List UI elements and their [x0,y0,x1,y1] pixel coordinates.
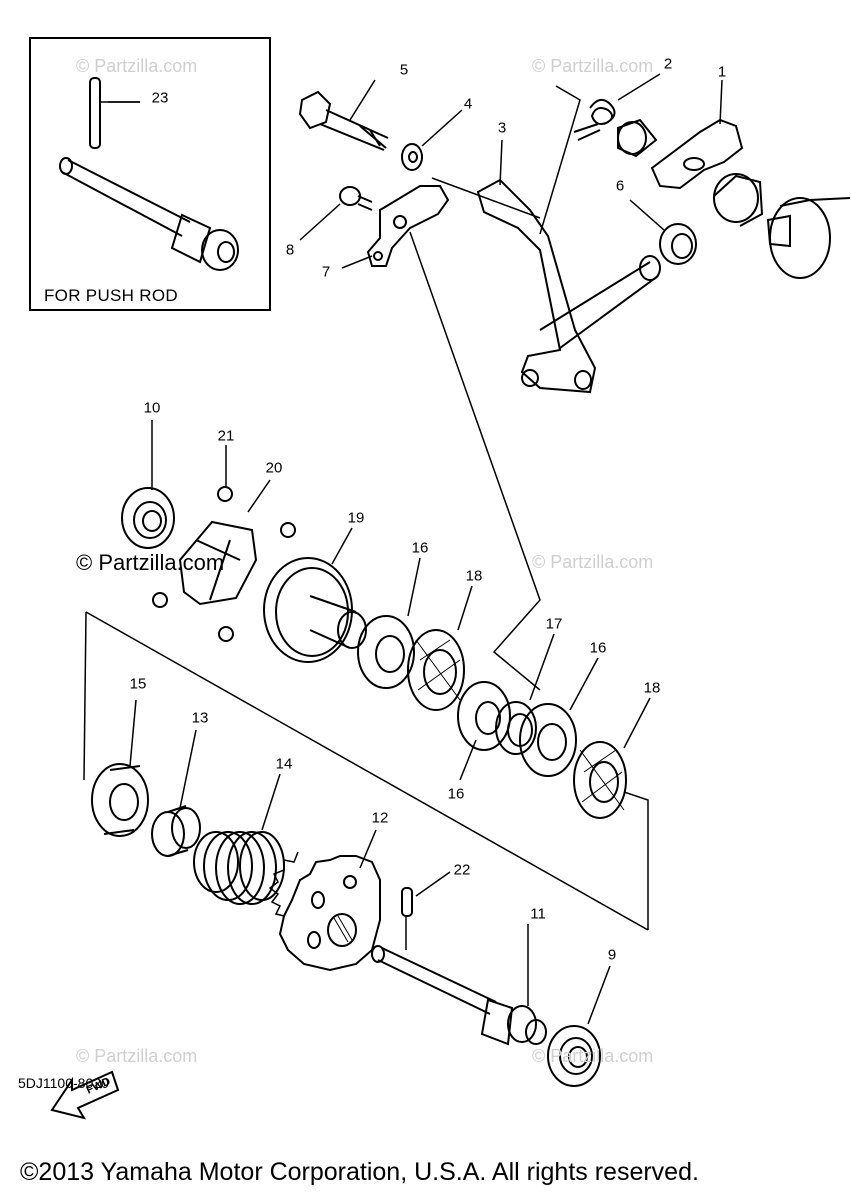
lever-1-drawing [650,79,744,190]
callout-18-a: 18 [465,567,483,585]
callout-6: 6 [615,177,625,195]
washer-16c-drawing [519,657,599,777]
callout-16-b: 16 [447,785,465,803]
callout-16-a: 16 [411,539,429,557]
hub-19-drawing [263,527,367,663]
shift-arm-3-drawing [431,139,661,394]
push-rod-inset-frame [29,37,271,311]
bearing-10-drawing [121,420,175,549]
watermark: © Partzilla.com [532,56,654,76]
callout-23: 23 [151,89,169,107]
needle-bearing-18b-drawing [573,697,651,819]
gear-12-drawing [268,829,381,972]
callout-21: 21 [217,427,235,445]
callout-22: 22 [453,861,471,879]
callout-15: 15 [129,675,147,693]
callout-16-c: 16 [589,639,607,657]
callout-1: 1 [717,63,727,81]
watermark: © Partzilla.com [76,56,198,76]
bearing-9-drawing [547,965,611,1087]
washer-4-drawing [401,109,463,171]
callout-5: 5 [399,61,409,79]
inset-shaft-drawing [59,157,239,271]
seal-6-drawing [629,199,697,265]
pin-23-drawing [89,77,140,149]
bolt-5-drawing [298,79,389,151]
callout-18-b: 18 [643,679,661,697]
screw-8-drawing [299,186,373,241]
watermark: © Partzilla.com [532,552,654,572]
pin-22-drawing [401,871,451,950]
seal-15-drawing [91,699,149,837]
shift-shaft-end-drawing [713,173,851,279]
callout-11: 11 [530,905,546,923]
callout-7: 7 [321,263,331,281]
washer-16b-drawing [457,681,511,781]
callout-4: 4 [463,95,473,113]
washer-16a-drawing [357,557,421,689]
callout-13: 13 [191,709,209,727]
callout-2: 2 [663,55,673,73]
callout-8: 8 [285,241,295,259]
watermark: © Partzilla.com [532,1046,654,1066]
plate-7-drawing [341,185,450,269]
diagram-code: 5DJ1100-8020 [18,1075,109,1091]
callout-20: 20 [265,459,283,477]
callout-9: 9 [607,946,617,964]
callout-10: 10 [143,399,161,417]
callout-14: 14 [275,755,293,773]
cam-20-drawing [152,445,296,642]
watermark: © Partzilla.com [76,1046,198,1066]
callout-3: 3 [497,119,507,137]
spring-14-drawing [193,773,285,905]
fwd-arrow-icon [50,1070,120,1120]
inset-label: FOR PUSH ROD [44,286,178,305]
callout-12: 12 [371,809,389,827]
spring-2-drawing [573,73,661,158]
watermark: © Partzilla.com [76,550,225,575]
shaft-11-drawing [371,924,547,1046]
callout-17: 17 [545,615,563,633]
collar-13-drawing [151,729,201,857]
callout-19: 19 [347,509,365,527]
needle-bearing-18a-drawing [407,585,473,711]
copyright-notice: ©2013 Yamaha Motor Corporation, U.S.A. A… [20,1158,699,1186]
